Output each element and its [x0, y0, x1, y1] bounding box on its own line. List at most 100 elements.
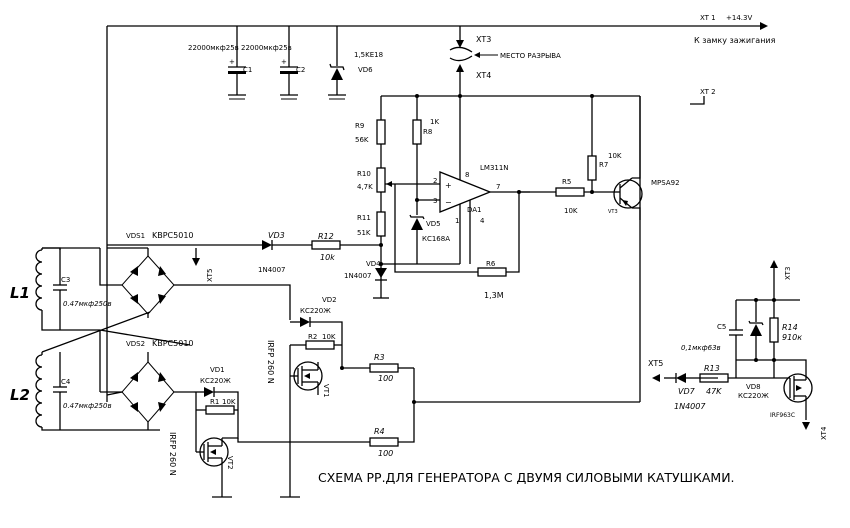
coil-l2: L2	[10, 352, 160, 431]
vt3-label: VT3	[608, 209, 618, 215]
vd4-label: VD4	[366, 260, 381, 268]
coil-l1: L1	[10, 247, 100, 331]
vds2-label: VDS2	[126, 340, 145, 348]
xt4-label: XT4	[476, 71, 491, 80]
r3-label: R3	[374, 353, 385, 362]
svg-text:+: +	[281, 58, 287, 66]
da1-pin8: 8	[465, 171, 469, 179]
comparator-supply	[381, 94, 641, 402]
right-subcircuit: XT3	[736, 260, 800, 302]
bridge-vds1: VDS1 KBPC5010	[107, 231, 194, 318]
right-node-wires	[735, 358, 776, 378]
r10-label: R10	[357, 170, 371, 178]
vt1-type: IRFP 260 N	[266, 340, 275, 384]
c2-value: 22000мкф25в	[241, 44, 292, 52]
transistor-vt3: MPSA92 VT3	[608, 96, 680, 220]
vd6-label: VD6	[358, 66, 373, 74]
r2-label: R2	[308, 333, 317, 341]
power-rail	[106, 22, 768, 402]
vd2-label: VD2	[322, 296, 337, 304]
r13-value: 47K	[706, 387, 722, 396]
bridge-vds2: VDS2 KBPC5010	[100, 339, 194, 430]
c3-label: C3	[61, 276, 70, 284]
da1-label: DA1	[467, 206, 482, 214]
r4-label: R4	[374, 427, 385, 436]
xt2-label: XT 2	[700, 88, 716, 96]
da1-pin7: 7	[496, 183, 500, 191]
right-transistor-type: IRF963C	[770, 412, 795, 419]
resistor-r5: R5 10K	[519, 178, 612, 215]
break-point: XT3 XT4 МЕСТО РАЗРЫВА	[449, 26, 561, 96]
r13-label: R13	[704, 364, 720, 373]
svg-text:+: +	[229, 58, 235, 66]
vd3-type: 1N4007	[258, 266, 286, 274]
r6-label: R6	[486, 260, 496, 268]
vd5-type: КС168А	[422, 235, 450, 243]
xt1-voltage: +14.3V	[726, 14, 752, 22]
vt3-type: MPSA92	[651, 179, 680, 187]
resistor-r11: R11 51K	[357, 211, 386, 264]
vt2-type: IRFP 260 N	[168, 432, 177, 476]
resistor-r4: R4 100	[369, 402, 415, 458]
vd8-type: КС220Ж	[738, 392, 769, 400]
terminal-xt2: XT 2	[690, 88, 716, 105]
svg-text:+: +	[445, 181, 452, 190]
vt1-label: VT1	[322, 384, 330, 398]
r3-value: 100	[378, 374, 393, 383]
vd4-type: 1N4007	[344, 272, 372, 280]
xt5-label: XT5	[206, 269, 214, 282]
r9-label: R9	[355, 122, 364, 130]
xt3-right-label: XT3	[784, 267, 792, 280]
r11-label: R11	[357, 214, 371, 222]
vds2-input-wire	[106, 391, 123, 396]
vd1-type: КС220Ж	[200, 377, 231, 385]
diode-vd4: VD4 1N4007	[344, 260, 387, 281]
terminal-xt5: XT5	[192, 248, 214, 282]
c4-label: C4	[61, 378, 71, 386]
vd5-label: VD5	[426, 220, 441, 228]
vds1-output-wire	[190, 284, 291, 320]
resistor-r7: 10K R7	[587, 96, 622, 194]
vd7-label: VD7	[678, 387, 696, 396]
c1-label: C1	[243, 66, 252, 74]
diode-vd5: VD5 КС168А	[409, 214, 450, 264]
r12-label: R12	[318, 232, 334, 241]
r7-value: 10K	[608, 152, 622, 160]
c2-label: C2	[296, 66, 305, 74]
c1-value: 22000мкф25в	[188, 44, 239, 52]
break-point-label: МЕСТО РАЗРЫВА	[500, 52, 561, 60]
r11-value: 51K	[357, 229, 371, 237]
capacitor-c3: C3 0.47мкф250в	[53, 248, 112, 330]
c5-value: 0,1мкф63в	[681, 344, 721, 352]
resistor-r12: R12 10k	[311, 232, 383, 262]
l1-bridge-wire	[99, 248, 122, 286]
vd8-label: VD8	[746, 383, 761, 391]
r5-value: 10K	[564, 207, 578, 215]
r7-label: R7	[599, 161, 608, 169]
capacitor-c2: + C2 22000мкф25в	[241, 26, 305, 100]
resistor-r6: R6 1,3M	[394, 184, 520, 300]
capacitor-c5: C5 0,1мкф63в	[681, 300, 743, 360]
diode-vd7: XT5 VD7 1N4007	[648, 359, 706, 411]
xt4-right-label: XT4	[820, 426, 828, 440]
transistor-right: IRF963C XT4	[770, 359, 828, 440]
l1-cross-wire	[99, 329, 191, 346]
transistor-vt2: IRFP 260 N VT2	[168, 410, 370, 497]
resistor-r8: 1K R8	[412, 96, 440, 215]
vd6-type: 1,5KE18	[354, 51, 383, 59]
resistor-r14: R14 910к	[769, 300, 802, 360]
da1-pin4: 4	[480, 217, 485, 225]
xt3-label: XT3	[476, 35, 491, 44]
svg-text:−: −	[445, 198, 452, 207]
resistor-r9: R9 56K	[355, 96, 386, 168]
resistor-r1: R1 10K	[196, 398, 238, 415]
capacitor-c4: C4 0.47мкф250в	[53, 352, 112, 430]
diode-vd3: VD3 1N4007	[107, 231, 312, 274]
r12-value: 10k	[320, 253, 335, 262]
r9-value: 56K	[355, 136, 369, 144]
r6-value: 1,3M	[484, 291, 504, 300]
vd7-type: 1N4007	[674, 402, 706, 411]
r2-value: 10K	[322, 333, 336, 341]
ignition-label: К замку зажигания	[694, 36, 776, 45]
